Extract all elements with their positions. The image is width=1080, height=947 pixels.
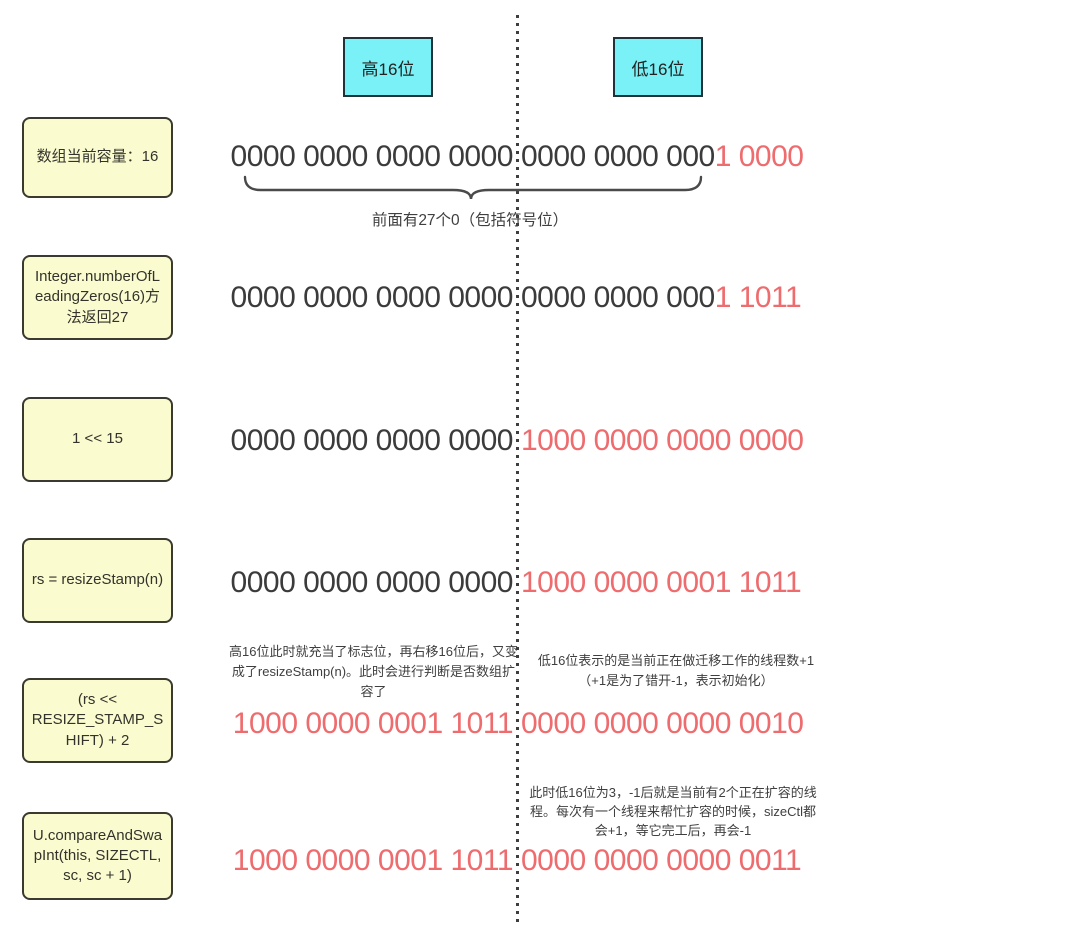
bits-black: 0000 0000 0000 0000 [230, 566, 514, 599]
binary-row-3-high-bits: 0000 0000 0000 0000 [230, 423, 514, 459]
underbrace-icon [243, 175, 703, 200]
legend-high16-label: 高16位 [361, 59, 415, 79]
bits-red: 0000 0000 0000 0011 [521, 844, 802, 877]
step-box-compare-and-swap: U.compareAndSwapInt(this, SIZECTL, sc, s… [22, 812, 173, 900]
binary-row-6-high-bits: 1000 0000 0001 1011 [232, 843, 514, 879]
bits-red: 1000 0000 0001 1011 [232, 844, 514, 877]
step-label: (rs << RESIZE_STAMP_SHIFT) + 2 [31, 691, 164, 749]
binary-row-2-low-bits: 0000 0000 0001 1011 [521, 280, 802, 316]
bits-red: 0000 0000 0000 0010 [521, 707, 804, 740]
binary-row-4-high-bits: 0000 0000 0000 0000 [230, 565, 514, 601]
step-box-resize-stamp-shift: (rs << RESIZE_STAMP_SHIFT) + 2 [22, 678, 173, 763]
step-label: U.compareAndSwapInt(this, SIZECTL, sc, s… [32, 826, 163, 885]
step-box-shift-1-15: 1 << 15 [22, 397, 173, 482]
binary-row-2-high-bits: 0000 0000 0000 0000 [230, 280, 514, 316]
bits-red: 1000 0000 0000 0000 [521, 424, 804, 457]
binary-row-3-low-bits: 1000 0000 0000 0000 [521, 423, 804, 459]
step-box-array-capacity: 数组当前容量：16 [22, 117, 173, 198]
binary-row-5-low-bits: 0000 0000 0000 0010 [521, 706, 804, 742]
binary-row-1-high-bits: 0000 0000 0000 0000 [230, 139, 514, 175]
bits-black: 0000 0000 000 [521, 140, 715, 173]
step-label: Integer.numberOfLeadingZeros(16)方法返回27 [34, 268, 161, 326]
step-label: 1 << 15 [72, 430, 123, 448]
leading-zeros-note: 前面有27个0（包括符号位） [371, 212, 569, 229]
step-label: rs = resizeStamp(n) [31, 571, 164, 589]
low16-thread-count-note: 低16位表示的是当前正在做迁移工作的线程数+1（+1是为了错开-1，表示初始化） [537, 653, 815, 688]
bits-black: 0000 0000 0000 0000 [230, 424, 514, 457]
binary-row-5-high-bits: 1000 0000 0001 1011 [232, 706, 514, 742]
bits-red: 1000 0000 0001 1011 [521, 566, 802, 599]
binary-row-4-low-bits: 1000 0000 0001 1011 [521, 565, 802, 601]
step-label: 数组当前容量：16 [36, 148, 159, 166]
binary-row-6-low-bits: 0000 0000 0000 0011 [521, 843, 802, 879]
bits-red: 1 0000 [714, 140, 804, 173]
bits-red: 1000 0000 0001 1011 [232, 707, 514, 740]
step-box-resize-stamp: rs = resizeStamp(n) [22, 538, 173, 623]
bits-black: 0000 0000 0000 0000 [230, 281, 514, 314]
sizectl-increment-note: 此时低16位为3，-1后就是当前有2个正在扩容的线程。每次有一个线程来帮忙扩容的… [529, 785, 817, 838]
binary-row-1-low-bits: 0000 0000 0001 0000 [521, 139, 804, 175]
legend-high16-box: 高16位 [343, 37, 433, 97]
legend-low16-box: 低16位 [613, 37, 703, 97]
high16-flag-note: 高16位此时就充当了标志位，再右移16位后，又变成了resizeStamp(n)… [229, 644, 518, 699]
bits-black: 0000 0000 0000 0000 [230, 140, 514, 173]
bits-black: 0000 0000 000 [521, 281, 715, 314]
legend-low16-label: 低16位 [631, 59, 685, 79]
bits-red: 1 1011 [714, 281, 802, 314]
step-box-number-of-leading-zeros: Integer.numberOfLeadingZeros(16)方法返回27 [22, 255, 173, 340]
high-low-divider-dotted-line [516, 15, 519, 927]
